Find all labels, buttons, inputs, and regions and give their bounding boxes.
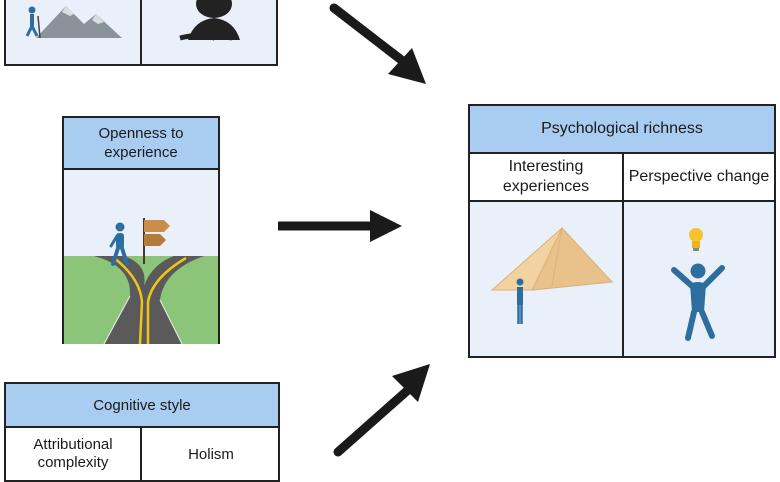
arrow-bottom — [333, 364, 430, 457]
top-left-divider — [140, 0, 142, 64]
richness-header: Psychological richness — [470, 106, 774, 154]
openness-header: Openness to experience — [64, 118, 218, 170]
signpost-icon — [143, 218, 170, 264]
walking-person-icon — [109, 222, 129, 266]
richness-cell-perspective: Perspective change — [624, 154, 774, 202]
cognitive-cell-attributional: Attributional complexity — [6, 428, 142, 480]
richness-cell-interesting: Interesting experiences — [470, 154, 624, 202]
richness-title: Psychological richness — [541, 120, 703, 137]
cognitive-header: Cognitive style — [6, 384, 278, 428]
person-writing-icon — [179, 0, 240, 41]
mountain-icon — [36, 6, 122, 38]
standing-person-icon — [516, 278, 524, 324]
richness-divider — [622, 202, 624, 356]
arrow-middle — [278, 210, 402, 242]
forked-road-icon — [64, 256, 218, 345]
lightbulb-icon — [689, 228, 703, 251]
openness-title: Openness to experience — [98, 125, 184, 161]
cognitive-title: Cognitive style — [93, 396, 191, 414]
openness-box: Openness to experience — [62, 116, 220, 345]
richness-box: Psychological richness Interesting exper… — [468, 104, 776, 358]
cognitive-box: Cognitive style Attributional complexity… — [4, 382, 280, 482]
hiker-icon — [25, 6, 41, 39]
top-left-box — [4, 0, 278, 66]
pyramid-icon — [490, 227, 614, 291]
cognitive-cell-holism: Holism — [144, 428, 278, 480]
arrow-top — [329, 3, 426, 84]
cheering-person-icon — [671, 263, 725, 341]
